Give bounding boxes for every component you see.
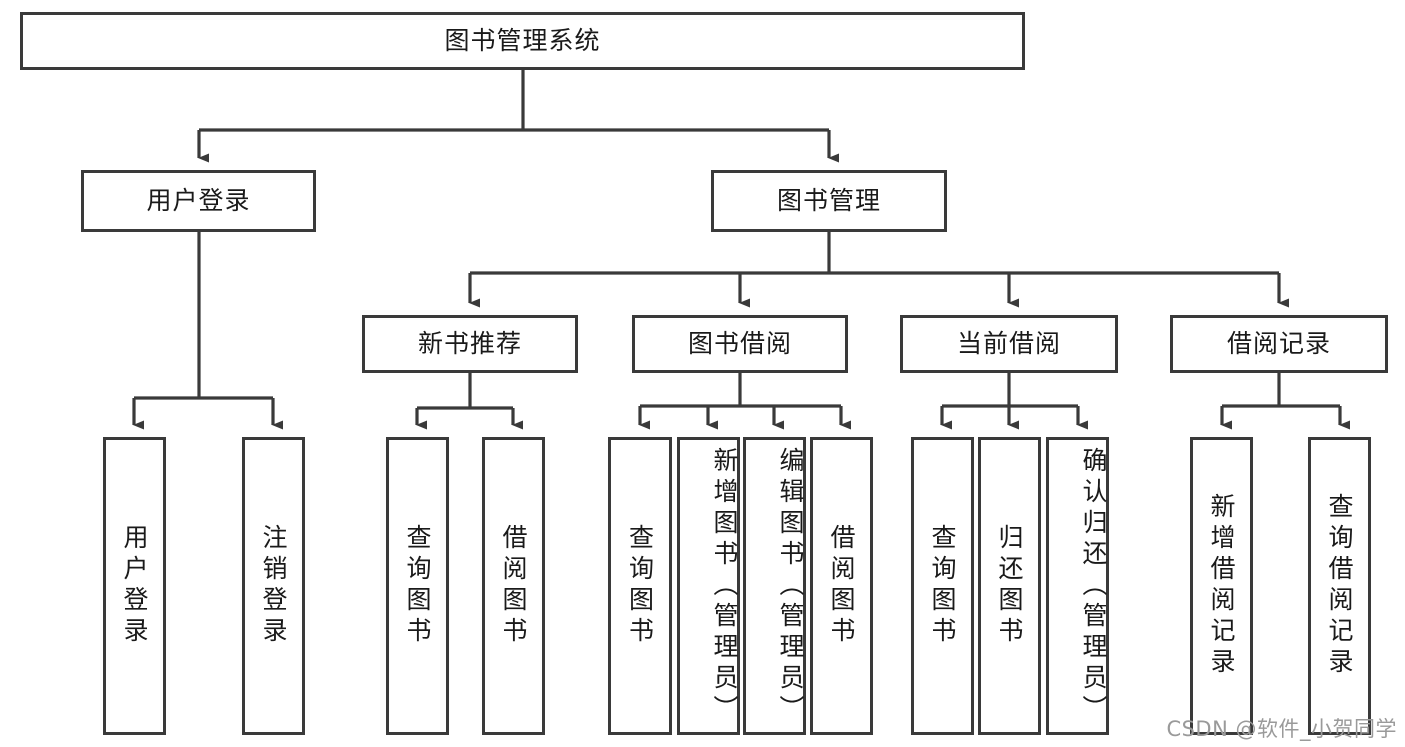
node-label: 编辑图书（管理员） — [776, 446, 805, 726]
node-label: 归还图书 — [995, 524, 1024, 648]
node-leaf-add-record[interactable]: 新增借阅记录 — [1190, 437, 1253, 735]
node-book-management[interactable]: 图书管理 — [711, 170, 947, 232]
node-leaf-user-logout[interactable]: 注销登录 — [242, 437, 305, 735]
node-label: 注销登录 — [259, 524, 288, 648]
node-leaf-borrow-book-2[interactable]: 借阅图书 — [810, 437, 873, 735]
node-leaf-borrow-book-1[interactable]: 借阅图书 — [482, 437, 545, 735]
node-leaf-confirm-return[interactable]: 确认归还（管理员） — [1046, 437, 1109, 735]
node-label: 用户登录 — [120, 524, 149, 648]
node-current-borrow[interactable]: 当前借阅 — [900, 315, 1118, 373]
node-label: 确认归还（管理员） — [1079, 446, 1108, 726]
node-label: 新增借阅记录 — [1207, 493, 1236, 679]
node-label: 查询借阅记录 — [1325, 493, 1354, 679]
node-book-borrow[interactable]: 图书借阅 — [632, 315, 848, 373]
node-leaf-add-book[interactable]: 新增图书（管理员） — [677, 437, 740, 735]
node-label: 图书管理系统 — [444, 26, 601, 55]
node-user-login[interactable]: 用户登录 — [81, 170, 316, 232]
node-leaf-query-record[interactable]: 查询借阅记录 — [1308, 437, 1371, 735]
node-leaf-query-book-1[interactable]: 查询图书 — [386, 437, 449, 735]
node-label: 当前借阅 — [956, 329, 1061, 358]
node-label: 新书推荐 — [417, 329, 522, 358]
node-leaf-user-login[interactable]: 用户登录 — [103, 437, 166, 735]
node-label: 借阅图书 — [499, 524, 528, 648]
node-label: 查询图书 — [625, 524, 655, 648]
node-label: 图书管理 — [776, 186, 881, 215]
node-label: 用户登录 — [146, 186, 251, 215]
node-leaf-return-book[interactable]: 归还图书 — [978, 437, 1041, 735]
node-root-book-management-system[interactable]: 图书管理系统 — [20, 12, 1025, 70]
node-new-book-recommend[interactable]: 新书推荐 — [362, 315, 578, 373]
node-leaf-query-book-2[interactable]: 查询图书 — [608, 437, 672, 735]
node-label: 查询图书 — [403, 524, 432, 648]
node-label: 借阅记录 — [1226, 329, 1331, 358]
node-borrow-record[interactable]: 借阅记录 — [1170, 315, 1388, 373]
node-label: 查询图书 — [928, 524, 957, 648]
node-label: 新增图书（管理员） — [710, 446, 739, 726]
csdn-watermark: CSDN @软件_小贺同学 — [1166, 717, 1397, 741]
node-leaf-edit-book[interactable]: 编辑图书（管理员） — [743, 437, 806, 735]
node-label: 图书借阅 — [687, 329, 792, 358]
node-leaf-query-book-3[interactable]: 查询图书 — [911, 437, 974, 735]
node-label: 借阅图书 — [827, 524, 856, 648]
